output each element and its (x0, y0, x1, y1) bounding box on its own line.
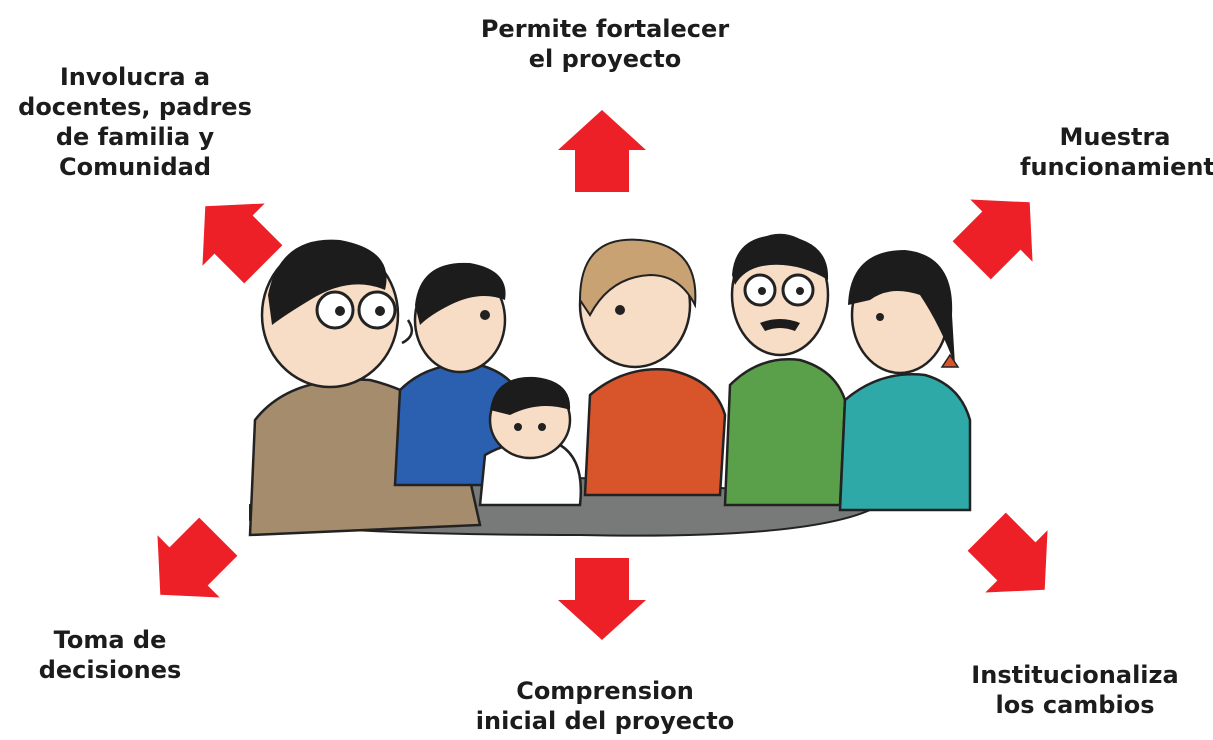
label-bottom: Comprension inicial del proyecto (475, 677, 735, 735)
arrow-down-left-icon (157, 517, 238, 598)
woman-teal-figure (838, 250, 972, 512)
arrow-up-left-icon (202, 203, 283, 284)
woman-red-figure (578, 238, 727, 497)
arrow-down-icon (558, 558, 646, 640)
label-bottom-right: Institucionaliza los cambios (971, 661, 1179, 719)
arrow-down-right-icon (967, 512, 1048, 593)
label-top-left: Involucra a docentes, padres de familia … (18, 63, 252, 181)
label-top: Permite fortalecer el proyecto (480, 15, 730, 73)
family-meeting-illustration (248, 233, 972, 537)
label-top-right: Muestra funcionamiento (1020, 123, 1213, 181)
child-figure (478, 376, 582, 507)
arrow-up-right-icon (952, 199, 1033, 280)
arrow-up-icon (558, 110, 646, 192)
label-bottom-left: Toma de decisiones (38, 626, 182, 684)
man-green-figure (723, 233, 847, 507)
man-left-figure (248, 239, 482, 537)
